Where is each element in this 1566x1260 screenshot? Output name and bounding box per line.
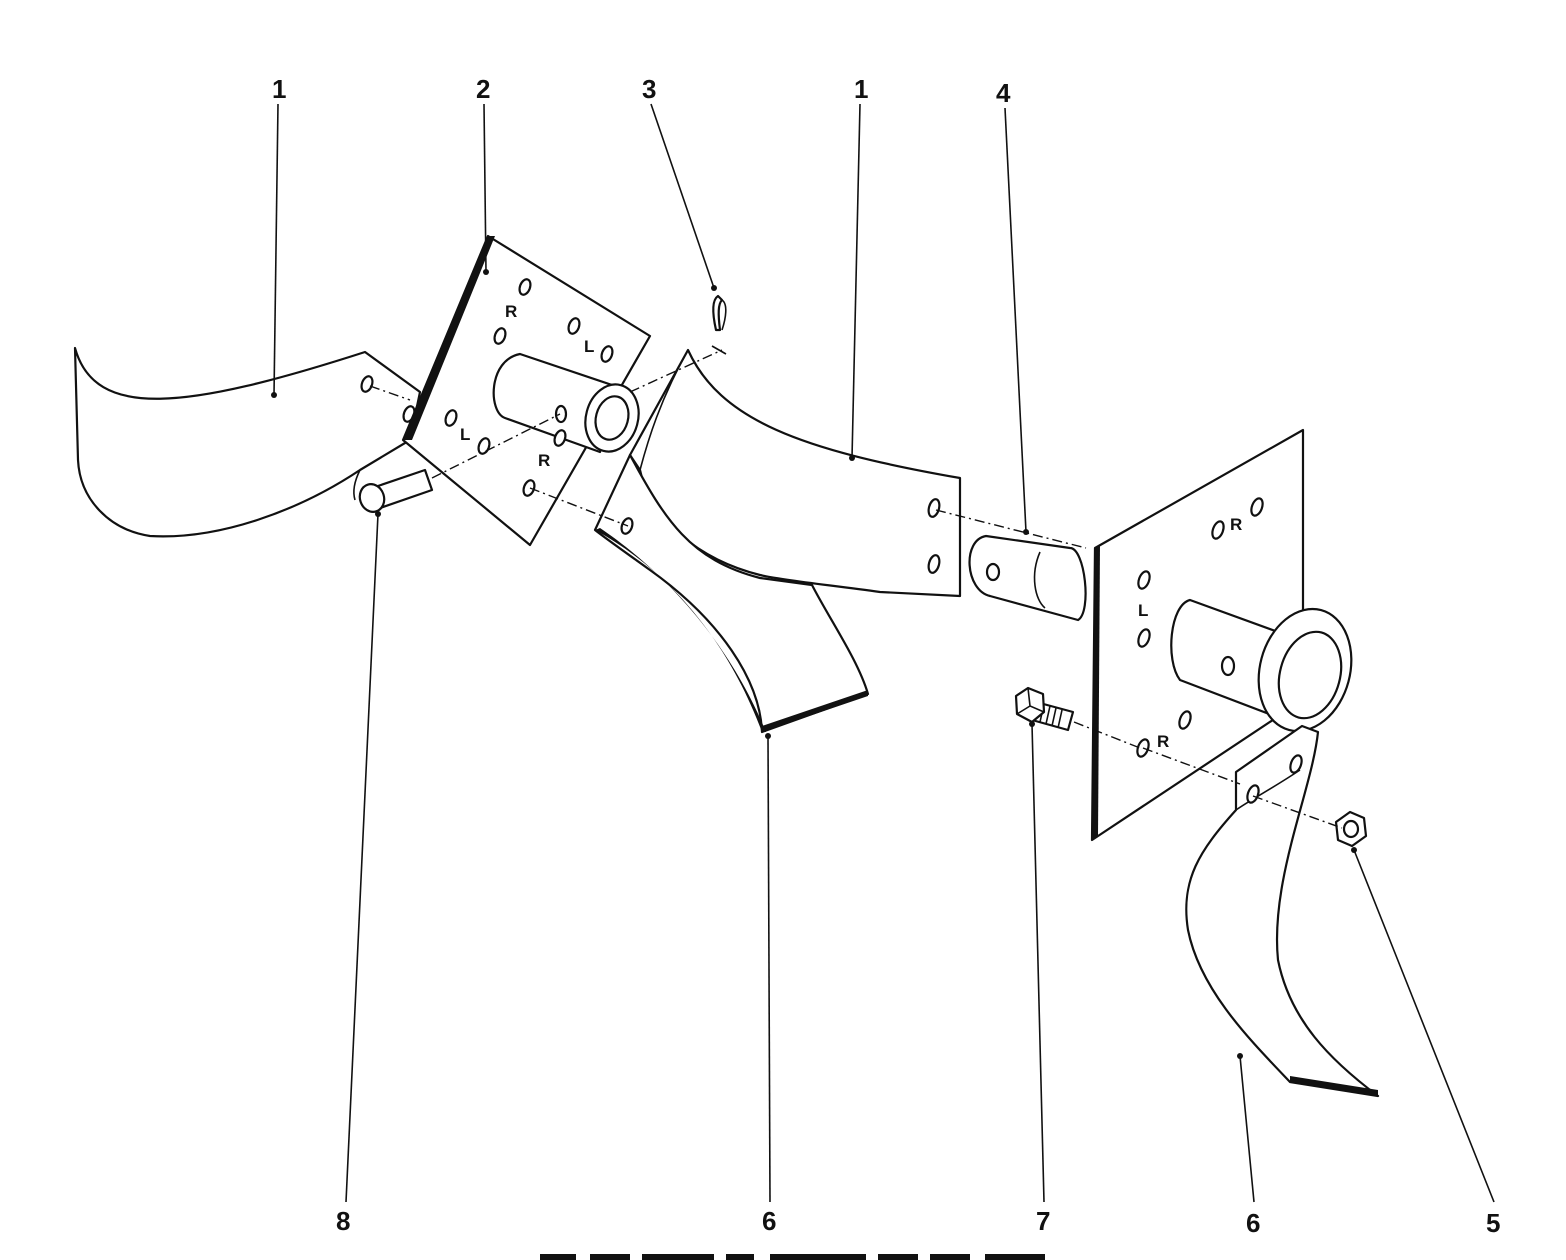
assembly-centerlines	[369, 345, 1343, 829]
plate-mark-l-upper: L	[584, 337, 594, 356]
callout-1-left: 1	[272, 74, 286, 104]
callout-2: 2	[476, 74, 490, 104]
bolt-part-7	[1014, 686, 1075, 732]
clevis-pin-part-8	[358, 468, 434, 513]
hub-flange-part-4: R L R	[968, 428, 1353, 842]
callout-labels: 1 2 3 1 4 8 6 7 6 5	[272, 74, 1500, 1238]
plate-mark-r-lower: R	[538, 451, 550, 470]
callout-8: 8	[336, 1206, 350, 1236]
plate-mark-r-top: R	[1230, 515, 1242, 534]
callout-5: 5	[1486, 1208, 1500, 1238]
cotter-pin-part-3	[712, 294, 727, 332]
plate-mark-l-lower: L	[460, 425, 470, 444]
flange-plate-part-2: R L L R	[401, 234, 652, 547]
plate-mark-r-upper: R	[505, 302, 517, 321]
callout-6-middle: 6	[762, 1206, 776, 1236]
leader-lines	[271, 103, 1495, 1203]
callout-3: 3	[642, 74, 656, 104]
tine-part-1-left	[73, 346, 422, 538]
callout-7: 7	[1036, 1206, 1050, 1236]
cropped-caption-strip	[540, 1254, 1045, 1260]
callout-4: 4	[996, 78, 1011, 108]
callout-6-right: 6	[1246, 1208, 1260, 1238]
blade-part-6-right	[1185, 724, 1380, 1098]
plate-mark-l-side: L	[1138, 601, 1148, 620]
blade-part-6-middle	[593, 453, 870, 734]
nut-part-5	[1334, 810, 1368, 848]
callout-1-middle: 1	[854, 74, 868, 104]
plate-mark-r-bottom: R	[1157, 732, 1169, 751]
